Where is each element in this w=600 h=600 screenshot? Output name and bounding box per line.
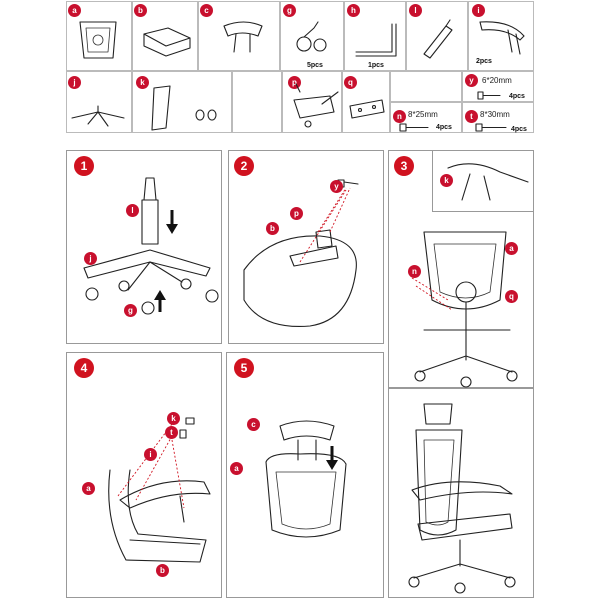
callout-s3-q: q xyxy=(505,290,518,303)
part-tag-b: b xyxy=(134,4,147,17)
gas-lift-part-icon xyxy=(423,19,453,59)
step-2-drawing xyxy=(243,179,359,328)
callout-s3-k: k xyxy=(440,174,453,187)
step-4-badge: 4 xyxy=(74,358,94,378)
callout-s5-a: a xyxy=(230,462,243,475)
base-part-icon xyxy=(71,105,125,127)
part-cell-blank xyxy=(390,71,462,102)
step-2-badge: 2 xyxy=(234,156,254,176)
callout-s1-l: l xyxy=(126,204,139,217)
part-tag-p: p xyxy=(288,76,301,89)
callout-s4-i: i xyxy=(144,448,157,461)
part-tag-a: a xyxy=(68,4,81,17)
plate-part-icon xyxy=(349,99,385,119)
backrest-part-icon xyxy=(79,21,117,59)
part-cell-empty xyxy=(232,71,282,133)
part-tag-h: h xyxy=(347,4,360,17)
part-tag-c: c xyxy=(200,4,213,17)
part-tag-k: k xyxy=(136,76,149,89)
callout-s5-c: c xyxy=(247,418,260,431)
qty-y: 4pcs xyxy=(509,93,525,100)
step-1-drawing xyxy=(83,177,219,315)
caster-part-icon xyxy=(296,21,327,52)
callout-s3-n: n xyxy=(408,265,421,278)
screw-t-icon xyxy=(475,123,507,132)
qty-h: 1pcs xyxy=(368,62,384,69)
step-1-panel xyxy=(66,150,222,344)
size-t: 8*30mm xyxy=(480,110,510,119)
callout-s4-k: k xyxy=(167,412,180,425)
mechanism-part-icon xyxy=(293,83,339,128)
allen-key-part-icon xyxy=(355,23,397,57)
part-tag-l: l xyxy=(409,4,422,17)
callout-s3-a: a xyxy=(505,242,518,255)
qty-n: 4pcs xyxy=(436,124,452,131)
step-3-badge: 3 xyxy=(394,156,414,176)
back-cover-part-icon xyxy=(151,85,217,131)
callout-s2-y: y xyxy=(330,180,343,193)
step-4-drawing xyxy=(108,417,211,563)
size-n: 8*25mm xyxy=(408,110,438,119)
callout-s1-j: j xyxy=(84,252,97,265)
armrest-part-icon xyxy=(479,21,525,55)
headrest-part-icon xyxy=(223,21,263,53)
screw-n-icon xyxy=(399,123,429,132)
part-tag-n: n xyxy=(393,110,406,123)
callout-s2-b: b xyxy=(266,222,279,235)
step-1-badge: 1 xyxy=(74,156,94,176)
part-tag-i: i xyxy=(472,4,485,17)
part-tag-t: t xyxy=(465,110,478,123)
part-tag-j: j xyxy=(68,76,81,89)
qty-g: 5pcs xyxy=(307,62,323,69)
screw-y-icon xyxy=(477,91,501,100)
part-tag-y: y xyxy=(465,74,478,87)
callout-s1-g: g xyxy=(124,304,137,317)
qty-i: 2pcs xyxy=(476,58,492,65)
part-tag-q: q xyxy=(344,76,357,89)
part-tag-g: g xyxy=(283,4,296,17)
parts-drawings xyxy=(71,19,525,132)
callout-s4-t: t xyxy=(165,426,178,439)
step-5-drawing xyxy=(265,420,347,538)
callout-s4-b: b xyxy=(156,564,169,577)
seat-part-icon xyxy=(143,27,191,57)
callout-s2-p: p xyxy=(290,207,303,220)
step-5-badge: 5 xyxy=(234,358,254,378)
step-5-panel xyxy=(226,352,384,598)
step-3-drawing xyxy=(411,163,529,388)
size-y: 6*20mm xyxy=(482,76,512,85)
qty-t: 4pcs xyxy=(511,126,527,133)
step-4-panel xyxy=(66,352,222,598)
callout-s4-a: a xyxy=(82,482,95,495)
assembled-chair-drawing xyxy=(408,403,516,594)
